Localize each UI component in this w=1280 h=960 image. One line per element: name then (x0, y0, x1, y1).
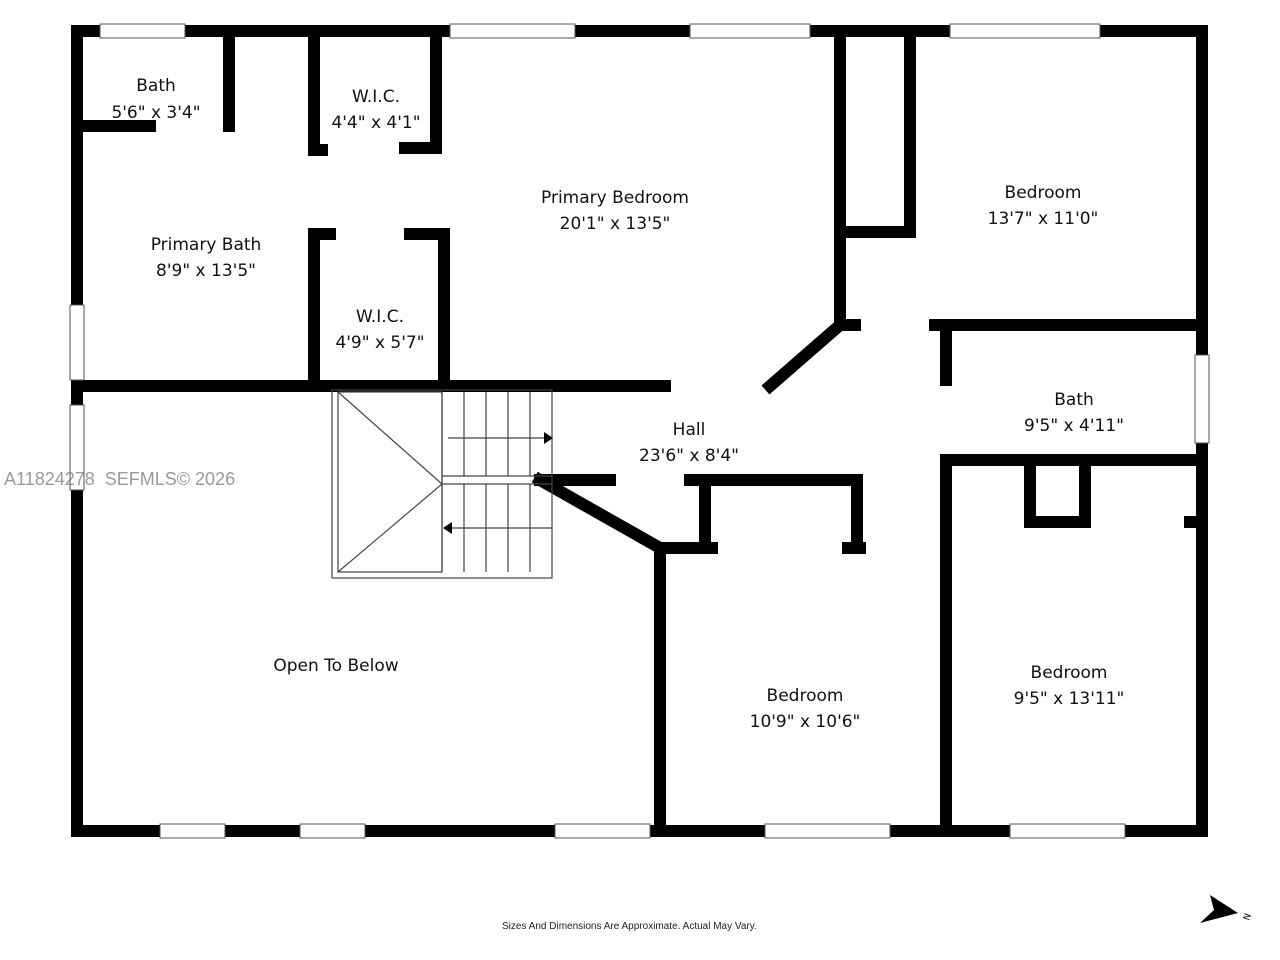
room-name: Open To Below (273, 656, 398, 676)
disclaimer: Sizes And Dimensions Are Approximate. Ac… (502, 921, 757, 932)
room-name: Primary Bedroom (541, 188, 689, 208)
room-dims: 13'7" x 11'0" (988, 209, 1099, 229)
room-dims: 10'9" x 10'6" (750, 712, 861, 732)
room-dims: 4'4" x 4'1" (331, 113, 420, 133)
room-dims: 9'5" x 4'11" (1024, 416, 1124, 436)
room-name: Bath (136, 76, 176, 96)
room-name: Primary Bath (151, 235, 262, 255)
staircase (331, 389, 553, 579)
watermark: A11824278 SEFMLS© 2026 (4, 469, 236, 489)
room-dims: 20'1" x 13'5" (560, 214, 671, 234)
room-dims: 8'9" x 13'5" (156, 261, 256, 281)
windows (69, 23, 1210, 839)
room-name: W.I.C. (352, 87, 400, 107)
room-dims: 5'6" x 3'4" (111, 103, 200, 123)
compass-label: N (1242, 912, 1254, 922)
room-name: Bedroom (767, 686, 844, 706)
room-dims: 4'9" x 5'7" (335, 333, 424, 353)
room-name: Bedroom (1031, 663, 1108, 683)
room-dims: 9'5" x 13'11" (1014, 689, 1125, 709)
room-name: Bath (1054, 390, 1094, 410)
north-arrow-icon: N (1200, 895, 1254, 923)
room-name: W.I.C. (356, 307, 404, 327)
room-name: Bedroom (1005, 183, 1082, 203)
room-labels: Bath 5'6" x 3'4" W.I.C. 4'4" x 4'1" Prim… (111, 76, 1124, 732)
room-name: Hall (673, 420, 706, 440)
room-dims: 23'6" x 8'4" (639, 446, 739, 466)
